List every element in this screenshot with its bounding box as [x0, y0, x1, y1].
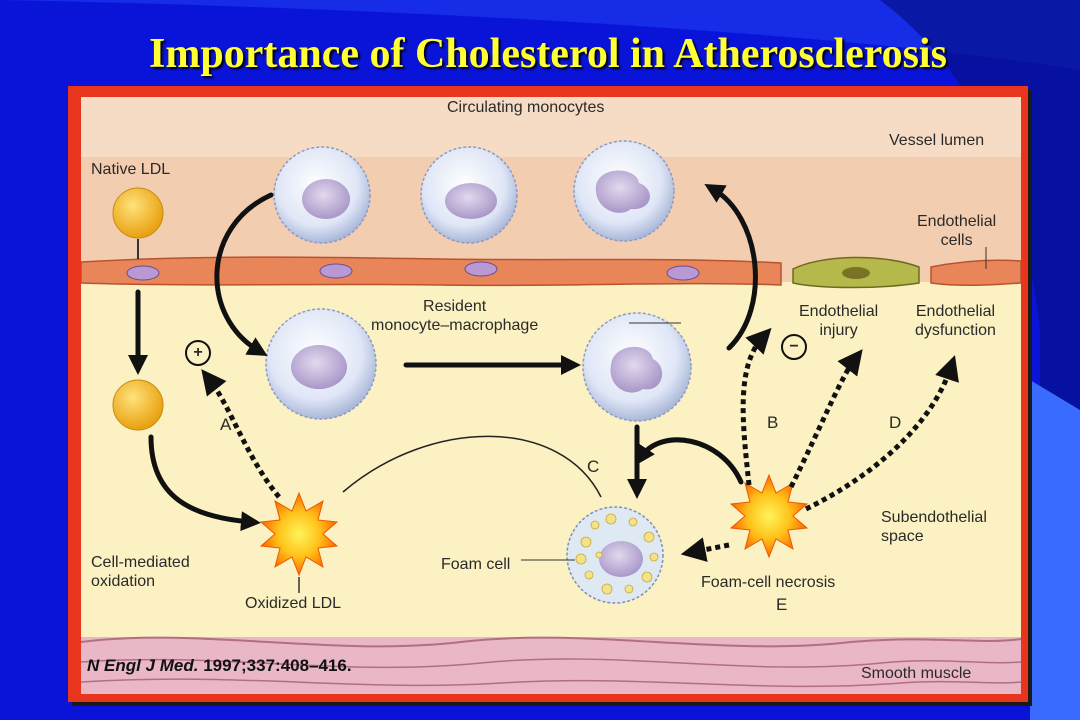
citation-journal: N Engl J Med. — [87, 656, 199, 675]
foam-cell — [566, 506, 664, 604]
label-foam-cell: Foam cell — [441, 556, 511, 573]
label-foam-cell-necrosis: Foam-cell necrosis — [701, 574, 836, 591]
label-endothelial-dysfunction: Endothelial dysfunction — [915, 303, 996, 339]
foam-cell-necrosis-star — [729, 473, 809, 559]
smooth-muscle-layer — [81, 636, 1021, 694]
label-vessel-lumen: Vessel lumen — [889, 132, 985, 149]
citation-details: 1997;337:408–416. — [198, 656, 352, 675]
label-resident-macrophage: Resident monocyte–macrophage — [371, 298, 539, 334]
oxidized-ldl-star — [259, 491, 339, 577]
label-path-e: E — [776, 595, 788, 614]
negative-effect-sign: − — [781, 334, 807, 360]
subendothelial-region — [81, 282, 1021, 637]
circulating-monocyte-2 — [420, 146, 518, 244]
label-subendothelial-space: Subendothelial space — [881, 509, 987, 545]
activated-macrophage — [582, 312, 692, 422]
label-path-c: C — [587, 457, 600, 476]
label-path-a: A — [220, 415, 232, 434]
label-endothelial-cells: Endothelial cells — [917, 213, 997, 249]
circulating-monocyte-1 — [273, 146, 371, 244]
diagram-drawing — [81, 97, 1021, 694]
native-ldl-particle — [112, 187, 164, 239]
label-smooth-muscle: Smooth muscle — [861, 665, 972, 682]
positive-effect-sign: + — [185, 340, 211, 366]
label-path-b: B — [767, 413, 779, 432]
citation: N Engl J Med. 1997;337:408–416. — [87, 656, 352, 676]
label-cell-mediated-oxidation: Cell-mediated oxidation — [91, 554, 190, 590]
label-native-ldl: Native LDL — [91, 161, 171, 178]
endothelium — [81, 256, 1021, 289]
resident-macrophage — [265, 308, 377, 420]
slide-title: Importance of Cholesterol in Atheroscler… — [149, 31, 947, 77]
label-circulating-monocytes: Circulating monocytes — [447, 99, 605, 116]
circulating-monocyte-3 — [573, 140, 675, 242]
label-endothelial-injury: Endothelial injury — [799, 303, 879, 339]
label-path-d: D — [889, 413, 902, 432]
atherosclerosis-diagram: Circulating monocytes Vessel lumen Nativ… — [81, 97, 1021, 694]
ldl-particle-subendothelial — [112, 379, 164, 431]
label-oxidized-ldl: Oxidized LDL — [245, 595, 342, 612]
